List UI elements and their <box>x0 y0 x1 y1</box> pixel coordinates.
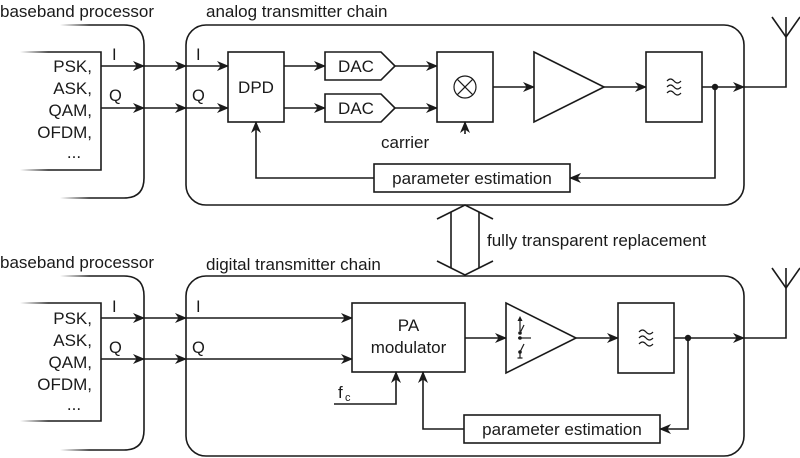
feedback-line-to-estimator <box>659 338 689 434</box>
fc-label: f <box>338 383 343 402</box>
chain-q-label: Q <box>192 339 205 357</box>
analog-transmitter-chain: analog transmitter chain I Q DPD DAC DAC <box>185 2 745 206</box>
dac-i-block: DAC <box>324 51 397 81</box>
feedback-line-to-dpd <box>251 121 374 179</box>
modulation-list: PSK, ASK, QAM, OFDM, ... <box>37 57 92 162</box>
feedback-line-to-estimator <box>569 87 716 183</box>
baseband-title: baseband processor <box>0 253 154 272</box>
modulation-list: PSK, ASK, QAM, OFDM, ... <box>37 309 92 414</box>
modulation-qam: QAM, <box>49 353 92 372</box>
antenna-icon <box>771 16 800 39</box>
bandpass-filter-icon <box>638 329 654 347</box>
baseband-title: baseband processor <box>0 2 154 21</box>
filter-block <box>617 302 675 374</box>
chain-i-label: I <box>196 298 201 316</box>
modulation-box <box>20 51 102 171</box>
replacement-label: fully transparent replacement <box>487 231 707 250</box>
param-estimation-label-bottom: parameter estimation <box>482 420 642 439</box>
analog-chain-title: analog transmitter chain <box>206 2 387 21</box>
switched-amplifier-icon <box>505 301 578 375</box>
modulation-psk: PSK, <box>53 309 92 328</box>
digital-transmitter-chain: digital transmitter chain I Q PA modulat… <box>185 255 745 457</box>
carrier-label: carrier <box>381 133 430 152</box>
pa-modulator-label-line2: modulator <box>371 338 447 357</box>
feedback-line-to-pa-modulator <box>418 371 464 430</box>
output-line-bottom <box>744 268 787 339</box>
param-estimation-block-bottom: parameter estimation <box>463 414 661 444</box>
modulation-box <box>20 302 102 422</box>
bandpass-filter-icon <box>666 78 682 96</box>
mixer-block <box>436 51 494 123</box>
baseband-i-label: I <box>112 298 117 316</box>
baseband-processor-top: baseband processor PSK, ASK, QAM, OFDM, … <box>0 2 154 199</box>
dac-q-label: DAC <box>338 99 374 118</box>
pa-modulator-block: PA modulator <box>351 302 466 373</box>
replacement-indicator: fully transparent replacement <box>436 204 707 276</box>
antenna-icon <box>771 267 800 290</box>
baseband-i-label: I <box>112 46 117 64</box>
filter-block <box>645 51 703 123</box>
dpd-block: DPD <box>227 51 285 123</box>
modulation-more: ... <box>67 143 81 162</box>
baseband-q-label: Q <box>109 339 122 357</box>
modulation-psk: PSK, <box>53 57 92 76</box>
dac-i-label: DAC <box>338 57 374 76</box>
circle-times-icon <box>453 75 477 99</box>
fc-input-line <box>334 371 401 405</box>
baseband-q-label: Q <box>109 87 122 105</box>
bottom-section: baseband processor PSK, ASK, QAM, OFDM, … <box>0 253 800 457</box>
chain-i-label: I <box>196 46 201 64</box>
modulation-ofdm: OFDM, <box>37 375 92 394</box>
modulation-qam: QAM, <box>49 101 92 120</box>
param-estimation-block-top: parameter estimation <box>373 163 571 193</box>
dac-q-block: DAC <box>324 93 397 123</box>
digital-chain-title: digital transmitter chain <box>206 255 381 274</box>
top-section: baseband processor PSK, ASK, QAM, OFDM, … <box>0 2 800 206</box>
double-arrow-icon <box>436 204 494 276</box>
output-line-top <box>744 17 787 88</box>
chain-q-label: Q <box>192 87 205 105</box>
digital-chain-frame <box>185 275 745 457</box>
modulation-ask: ASK, <box>53 79 92 98</box>
baseband-processor-bottom: baseband processor PSK, ASK, QAM, OFDM, … <box>0 253 154 451</box>
modulation-more: ... <box>67 395 81 414</box>
amplifier-triangle-icon <box>533 50 606 124</box>
pa-modulator-label-line1: PA <box>398 316 420 335</box>
fc-subscript: c <box>345 392 351 404</box>
param-estimation-label-top: parameter estimation <box>392 169 552 188</box>
dpd-label: DPD <box>238 78 274 97</box>
modulation-ofdm: OFDM, <box>37 123 92 142</box>
modulation-ask: ASK, <box>53 331 92 350</box>
